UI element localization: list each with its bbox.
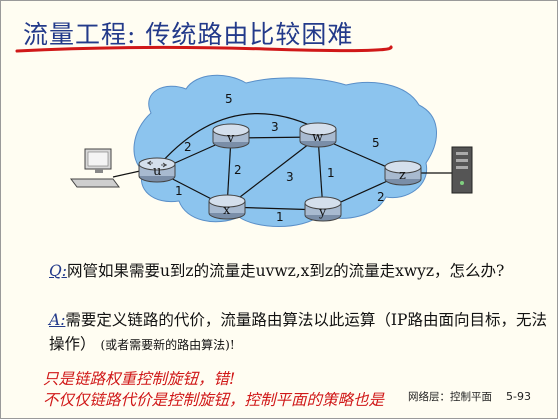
cost-y-z: 2: [377, 190, 385, 204]
server-icon: [421, 146, 473, 194]
link-x-w: [226, 136, 319, 208]
answer-body: 需要定义链路的代价，流量路由算法以此运算（IP路由面向目标，无法操作）: [49, 311, 547, 353]
answer-label: A:: [49, 311, 66, 329]
router-z: z: [384, 160, 422, 186]
router-x: x: [208, 194, 246, 220]
cost-v-w: 3: [271, 120, 279, 134]
cost-w-y: 1: [327, 166, 335, 180]
red-remark-1: 只是链路权重控制旋钮，错!: [43, 370, 236, 388]
router-y-label: y: [318, 205, 327, 220]
question-text: Q:网管如果需要u到z的流量走uvwz,x到z的流量走xwyz，怎么办?: [49, 259, 539, 283]
router-z-label: z: [399, 168, 406, 183]
slide-title: 流量工程: 传统路由比较困难: [23, 20, 354, 49]
link-u-w: [160, 112, 319, 164]
cost-u-w: 5: [225, 92, 233, 106]
host-computer-icon: [70, 148, 141, 188]
cost-w-z: 5: [372, 136, 380, 150]
cost-u-x: 1: [175, 184, 183, 198]
router-u-label: u: [153, 164, 161, 179]
router-x-label: x: [223, 203, 231, 218]
cost-x-y: 1: [276, 210, 284, 224]
router-y: y: [304, 196, 342, 222]
network-cloud: [133, 74, 437, 227]
router-w-label: w: [312, 130, 323, 145]
question-label: Q:: [49, 262, 67, 280]
question-body: 网管如果需要u到z的流量走uvwz,x到z的流量走xwyz，怎么办?: [66, 262, 505, 280]
title-underline: [15, 45, 393, 53]
answer-text: A:需要定义链路的代价，流量路由算法以此运算（IP路由面向目标，无法操作） (或…: [49, 308, 549, 357]
cost-u-v: 2: [184, 140, 192, 154]
red-remark-2: 不仅仅链路代价是控制旋钮，控制平面的策略也是: [43, 391, 385, 409]
answer-note: (或者需要新的路由算法)!: [100, 338, 235, 352]
router-v-label: v: [226, 131, 235, 146]
router-v: v: [212, 123, 250, 149]
router-u: u: [138, 157, 176, 183]
router-w: w: [299, 122, 337, 148]
page-number: 5-93: [506, 390, 531, 403]
slide-footer: 网络层：控制平面 5-93: [408, 389, 531, 404]
footer-section: 网络层：控制平面: [408, 391, 493, 403]
cost-v-x: 2: [234, 163, 242, 177]
network-diagram: 2 1 5 3 2 3 1 1 5 2: [70, 74, 473, 227]
cost-x-w: 3: [286, 170, 294, 184]
